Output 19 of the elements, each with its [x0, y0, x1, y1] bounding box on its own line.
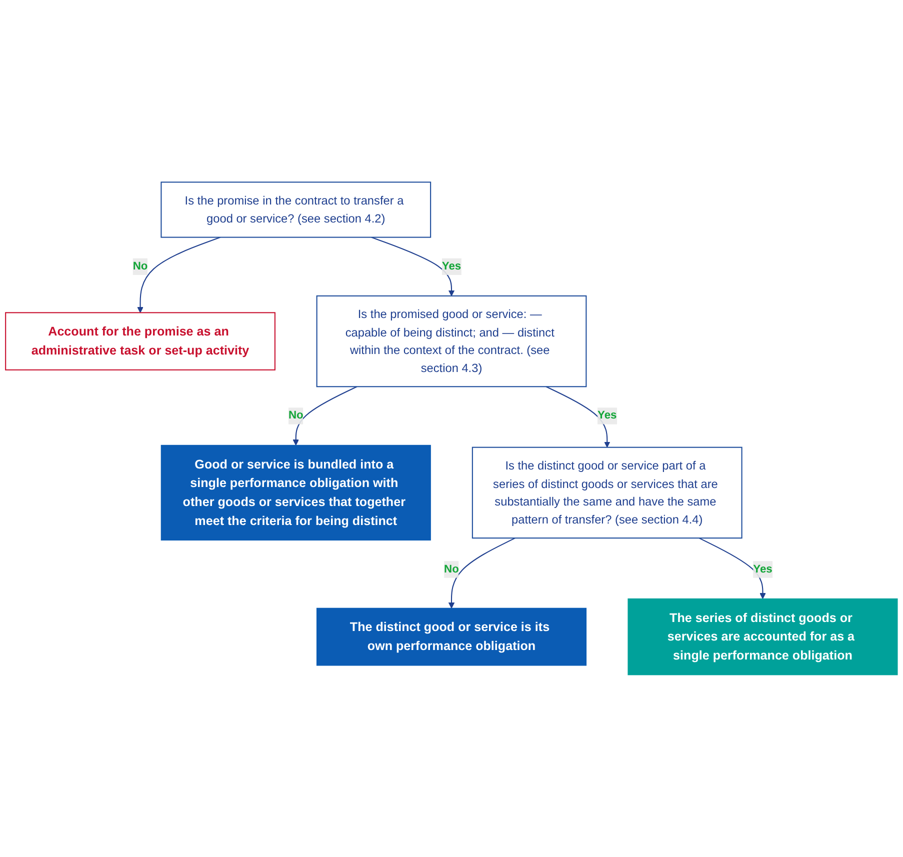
- node-box: Is the promised good or service: — capable of being distinct; and — distinct within the context of the contract. (see section 4.3): [316, 295, 587, 388]
- arrow: [698, 538, 766, 600]
- node-box: The series of distinct goods or services are accounted for as a single performance obligation: [628, 598, 898, 676]
- node-box: The distinct good or service is its own performance obligation: [316, 608, 587, 666]
- edge-label: Yes: [753, 563, 772, 576]
- node-box: Is the promise in the contract to transfer a good or service? (see section 4.2): [160, 182, 432, 238]
- arrow: [137, 236, 221, 313]
- arrow: [448, 538, 516, 608]
- node-box: Account for the promise as an administrative task or set-up activity: [5, 312, 276, 370]
- edge-label: No: [444, 563, 459, 576]
- edge-label: Yes: [597, 410, 617, 422]
- edge-label: No: [132, 260, 148, 272]
- arrow: [371, 236, 455, 296]
- node-box: Good or service is bundled into a single performance obligation with other goods or services that together meet the criteria for being distinct: [160, 444, 431, 540]
- arrow: [546, 386, 610, 448]
- edge-label: Yes: [442, 260, 462, 272]
- edge-label: No: [288, 410, 304, 422]
- node-box: Is the distinct good or service part of a series of distinct goods or services that are substantially the same and have the same pattern of transfer? (see section 4.4): [472, 446, 742, 539]
- arrow: [292, 386, 358, 446]
